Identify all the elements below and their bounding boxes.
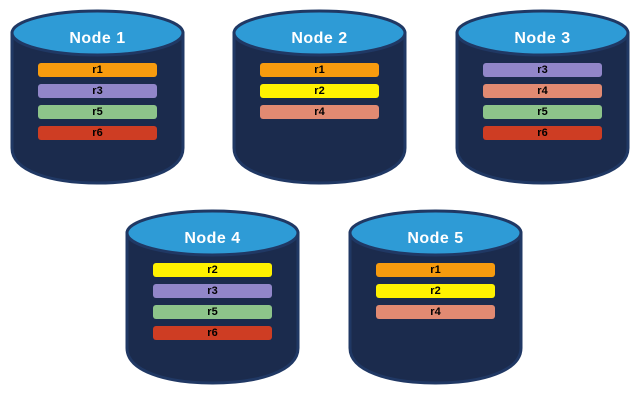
replica-list: r2 r3 r5 r6 xyxy=(153,263,272,347)
replica-list: r1 r2 r4 xyxy=(260,63,379,126)
replica-bar-r4[interactable]: r4 xyxy=(376,305,495,319)
replica-list: r3 r4 r5 r6 xyxy=(483,63,602,147)
replica-bar-r5[interactable]: r5 xyxy=(483,105,602,119)
replica-bar-r6[interactable]: r6 xyxy=(153,326,272,340)
replica-bar-r3[interactable]: r3 xyxy=(153,284,272,298)
replica-bar-r5[interactable]: r5 xyxy=(38,105,157,119)
replica-bar-r6[interactable]: r6 xyxy=(38,126,157,140)
replica-bar-r5[interactable]: r5 xyxy=(153,305,272,319)
replica-bar-r2[interactable]: r2 xyxy=(260,84,379,98)
replica-bar-r2[interactable]: r2 xyxy=(153,263,272,277)
replica-bar-r2[interactable]: r2 xyxy=(376,284,495,298)
replica-bar-r4[interactable]: r4 xyxy=(260,105,379,119)
replica-bar-r3[interactable]: r3 xyxy=(38,84,157,98)
replica-list: r1 r2 r4 xyxy=(376,263,495,326)
replica-bar-r1[interactable]: r1 xyxy=(260,63,379,77)
replica-bar-r1[interactable]: r1 xyxy=(38,63,157,77)
replica-bar-r3[interactable]: r3 xyxy=(483,63,602,77)
replica-list: r1 r3 r5 r6 xyxy=(38,63,157,147)
replica-bar-r4[interactable]: r4 xyxy=(483,84,602,98)
replica-bar-r1[interactable]: r1 xyxy=(376,263,495,277)
replica-bar-r6[interactable]: r6 xyxy=(483,126,602,140)
